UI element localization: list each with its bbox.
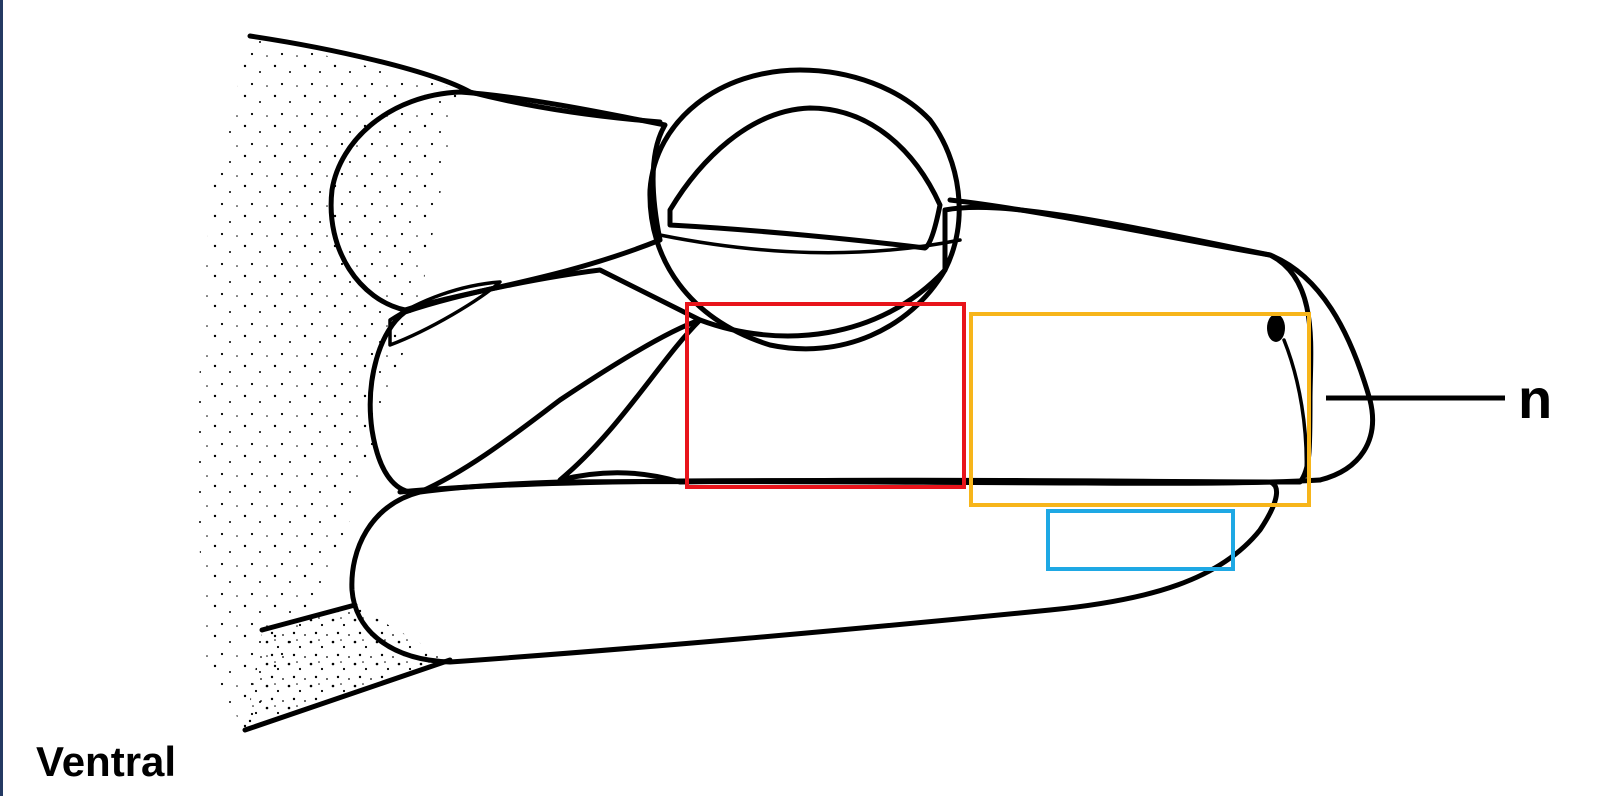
eye-opening: [670, 108, 940, 248]
eye-ring: [650, 70, 959, 349]
lower-jaw: [352, 482, 1277, 662]
orange-highlight-box: [971, 314, 1309, 505]
structure-label-n: n: [1518, 367, 1552, 430]
nostril-groove: [1284, 340, 1306, 476]
orientation-label: Ventral: [36, 738, 176, 785]
blue-highlight-box: [1048, 511, 1233, 569]
nostril: [1267, 314, 1285, 342]
preocular-region: [560, 207, 1311, 482]
